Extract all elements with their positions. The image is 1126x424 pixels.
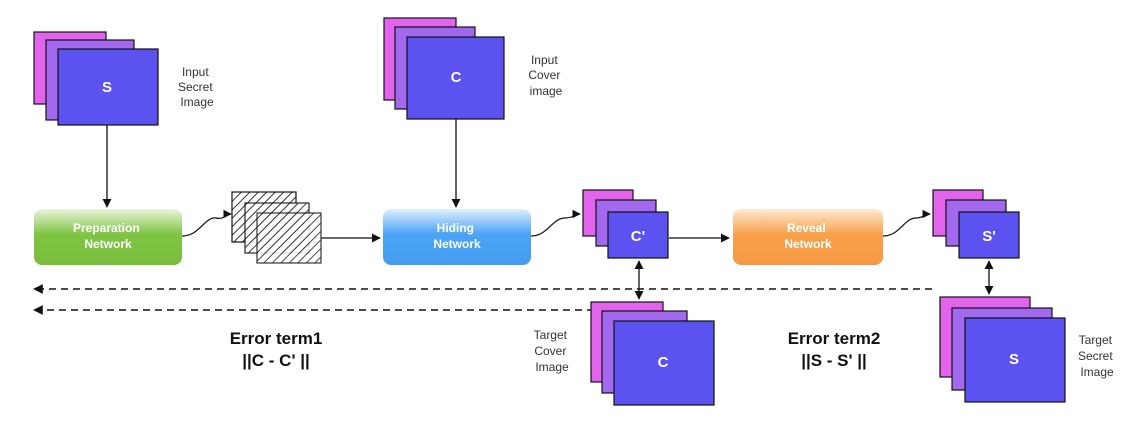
input-cover-image-stack: C: [383, 17, 505, 120]
input-secret-caption: Input Secret Image: [178, 65, 216, 109]
hiding-network-box: Hiding Network: [383, 209, 531, 265]
target-secret-letter: S: [1009, 351, 1019, 368]
arrow-hiding-to-container: [530, 209, 581, 237]
container-letter: C': [631, 228, 645, 245]
error-term1-title: Error term1: [230, 329, 323, 348]
container-image-stack: C': [582, 189, 669, 259]
prepared-secret-hatched-stack: [231, 191, 322, 264]
error-term2-title: Error term2: [788, 329, 881, 348]
input-secret-letter: S: [102, 79, 112, 96]
svg-text:Preparation Network: Preparation Network: [73, 221, 143, 251]
revealed-letter: S': [982, 228, 996, 245]
preparation-network-box: Preparation Network: [34, 209, 182, 265]
revealed-secret-stack: S': [932, 189, 1020, 259]
svg-text:Hiding Network: Hiding Network: [433, 221, 481, 251]
input-cover-caption: Input Cover image: [528, 53, 563, 98]
reveal-network-box: Reveal Network: [733, 209, 883, 265]
arrow-prep-to-hatched: [181, 209, 232, 237]
target-cover-image-stack: C: [590, 301, 715, 406]
arrow-reveal-to-revealed: [882, 209, 931, 237]
input-secret-image-stack: S: [33, 31, 159, 126]
svg-text:Reveal Network: Reveal Network: [784, 221, 832, 251]
target-cover-letter: C: [658, 354, 669, 371]
error-term1-formula: ||C - C' ||: [242, 351, 309, 370]
target-cover-caption: Target Cover Image: [534, 328, 571, 374]
cover-square: [406, 36, 505, 120]
target-secret-caption: Target Secret Image: [1078, 333, 1116, 379]
secret-square: [57, 48, 159, 126]
input-cover-letter: C: [451, 69, 462, 86]
error-term2-formula: ||S - S' ||: [801, 351, 867, 370]
target-secret-image-stack: S: [939, 296, 1066, 403]
